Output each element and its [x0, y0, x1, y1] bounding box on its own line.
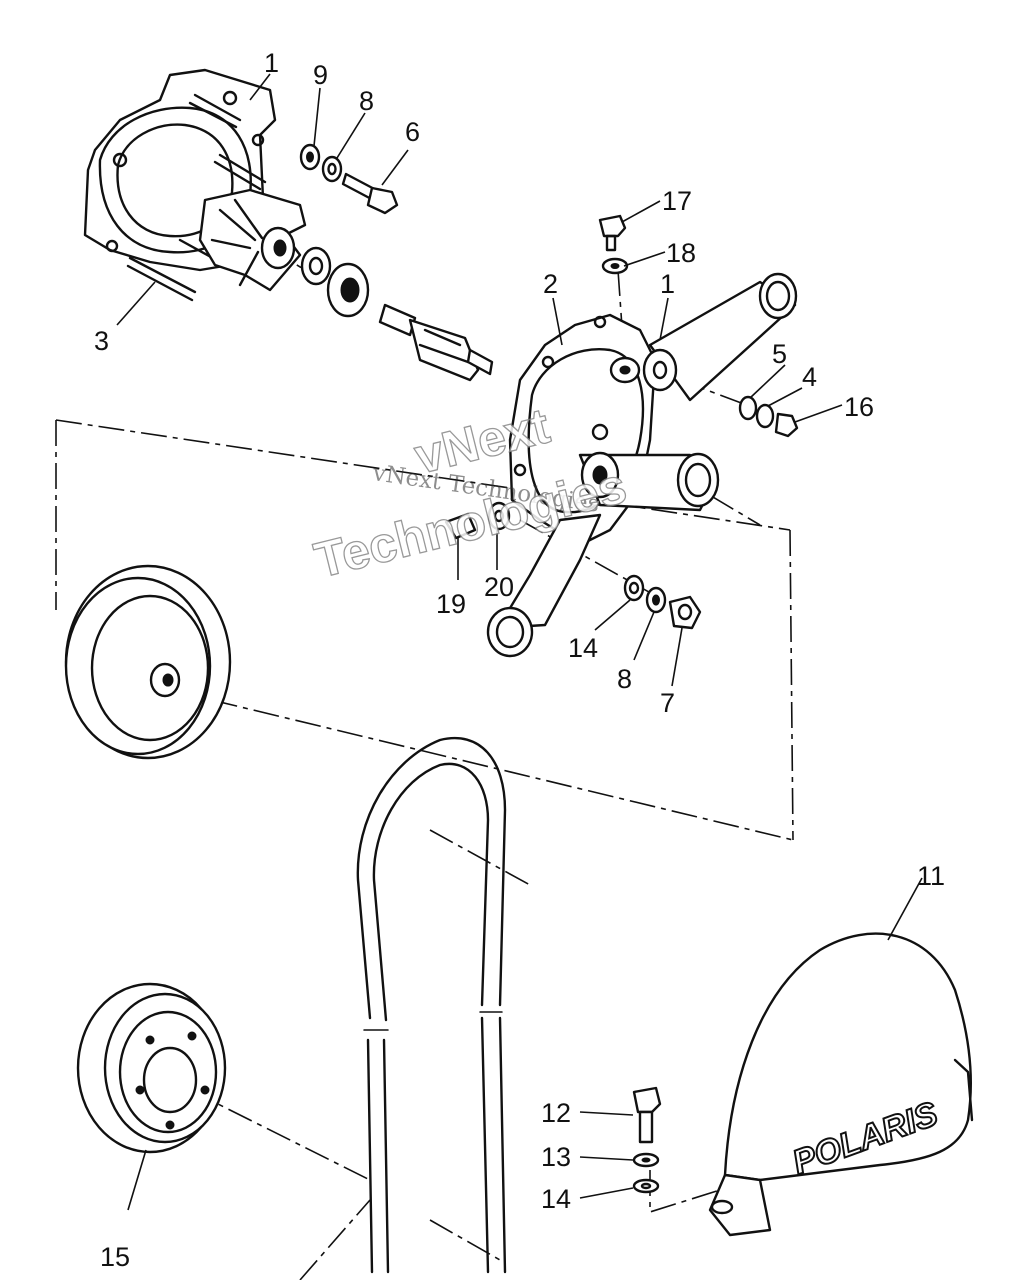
- callout-1-housing: 1: [660, 269, 675, 299]
- v-belt: [356, 737, 507, 1274]
- callout-14-lower: 14: [541, 1184, 571, 1214]
- callout-17: 17: [662, 186, 692, 216]
- callout-8-upper: 8: [359, 86, 374, 116]
- callout-15: 15: [100, 1242, 130, 1272]
- callout-8-lower: 8: [617, 664, 632, 694]
- callout-5: 5: [772, 339, 787, 369]
- callout-20: 20: [484, 572, 514, 602]
- cover-bolt-washers: [632, 1086, 662, 1194]
- belt-cover: POLARIS: [708, 932, 974, 1237]
- callout-2: 2: [543, 269, 558, 299]
- seal-bearing-shaft: [300, 246, 494, 382]
- callout-4: 4: [802, 362, 817, 392]
- callout-16: 16: [844, 392, 874, 422]
- drive-pulley: [64, 564, 232, 760]
- impeller: [198, 188, 307, 292]
- housing-hardware: [444, 214, 799, 630]
- callout-6: 6: [405, 117, 420, 147]
- callout-19: 19: [436, 589, 466, 619]
- pump-housing: [486, 272, 798, 658]
- callout-11: 11: [917, 861, 945, 891]
- bolt-and-washers-upper: [299, 143, 399, 215]
- callout-1-cover: 1: [264, 48, 279, 78]
- callout-14-upper: 14: [568, 633, 598, 663]
- leader-lines: [116, 73, 923, 1211]
- callout-18: 18: [666, 238, 696, 268]
- crank-pulley: [76, 982, 227, 1154]
- callout-12: 12: [541, 1098, 571, 1128]
- part-callouts: 1 9 8 6 17 18 2 1 3 5 4 16 19 20 14 8 7 …: [94, 48, 945, 1272]
- callout-9: 9: [313, 60, 328, 90]
- callout-13: 13: [541, 1142, 571, 1172]
- callout-3: 3: [94, 326, 109, 356]
- callout-7: 7: [660, 688, 675, 718]
